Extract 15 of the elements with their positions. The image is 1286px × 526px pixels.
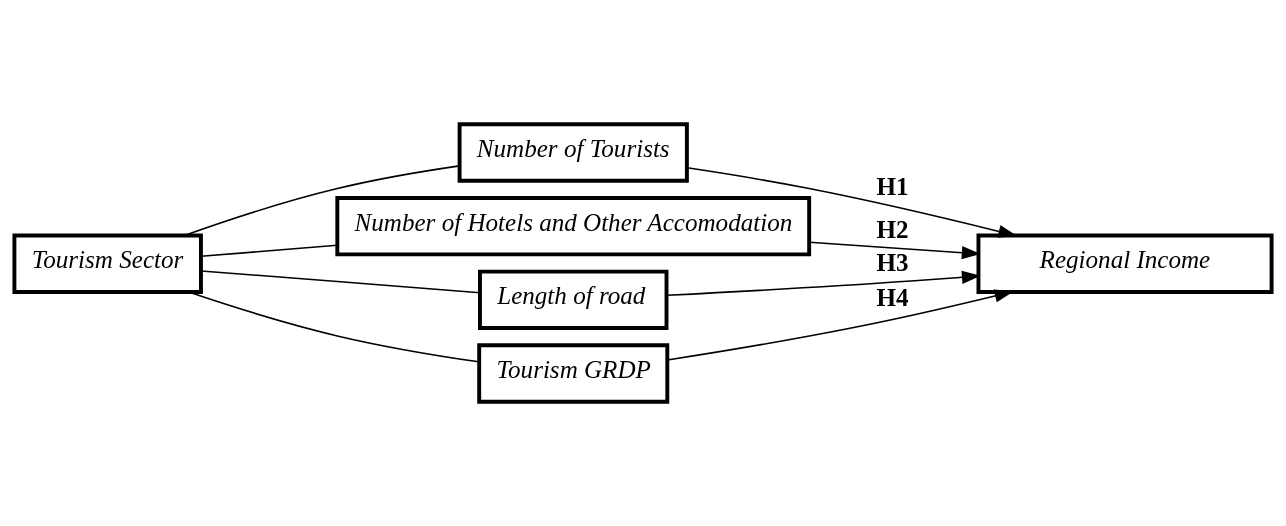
node-box: Tourism Sector: [12, 233, 203, 294]
node-box: Number of Tourists: [457, 122, 689, 183]
connector: [200, 244, 338, 258]
arrow: [666, 270, 981, 297]
connector: [183, 165, 461, 237]
edge-label: H4: [876, 283, 909, 311]
edge-label: H1: [876, 172, 909, 200]
arrow: [808, 241, 981, 260]
edge-label: H3: [876, 249, 909, 277]
node-box: Regional Income: [976, 233, 1274, 294]
connector: [200, 270, 481, 294]
node-box: Tourism GRDP: [477, 343, 670, 404]
edge-label: H2: [876, 216, 909, 244]
node-box: Length of road: [478, 269, 669, 330]
node-box: Number of Hotels and Other Accomodation: [335, 196, 812, 257]
